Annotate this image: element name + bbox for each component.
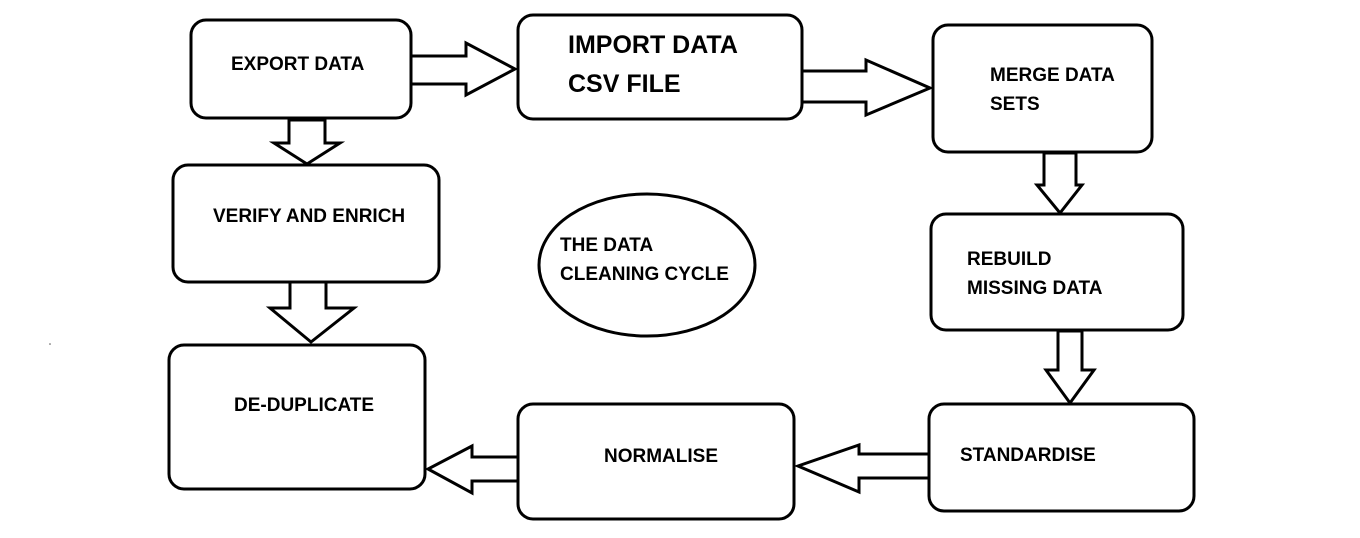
- export-data-box: [189, 18, 413, 120]
- stray-dot: [49, 343, 51, 345]
- rebuild-missing-box: [929, 212, 1185, 332]
- import-data-label: IMPORT DATA: [568, 31, 738, 59]
- standardise-box: [927, 402, 1196, 513]
- arrow-normalise-to-deduplicate: [424, 443, 520, 496]
- merge-data-box: [931, 23, 1154, 154]
- normalise-box: [516, 402, 796, 521]
- arrow-standardise-to-normalise: [793, 442, 932, 495]
- rebuild-sublabel: MISSING DATA: [967, 278, 1103, 299]
- center-title-line1: THE DATA: [560, 235, 654, 256]
- deduplicate-label: DE-DUPLICATE: [234, 395, 374, 416]
- arrow-merge-to-rebuild: [1033, 151, 1086, 216]
- normalise-label: NORMALISE: [604, 446, 718, 467]
- export-data-label: EXPORT DATA: [231, 54, 365, 75]
- cycle-title-ellipse: [537, 192, 757, 338]
- center-title-line2: CLEANING CYCLE: [560, 264, 729, 285]
- standardise-label: STANDARDISE: [960, 445, 1096, 466]
- merge-data-label: MERGE DATA: [990, 65, 1115, 86]
- deduplicate-box: [167, 343, 427, 491]
- arrow-verify-to-deduplicate: [265, 280, 359, 344]
- import-data-sublabel: CSV FILE: [568, 70, 681, 98]
- import-data-box: [516, 13, 804, 121]
- verify-enrich-box: [171, 163, 441, 284]
- arrow-rebuild-to-standardise: [1043, 329, 1097, 406]
- arrow-import-to-merge: [800, 57, 934, 118]
- verify-enrich-label: VERIFY AND ENRICH: [213, 206, 405, 227]
- merge-data-sublabel: SETS: [990, 94, 1040, 115]
- rebuild-label: REBUILD: [967, 249, 1051, 270]
- arrow-export-to-verify: [268, 118, 346, 166]
- arrow-export-to-import: [409, 40, 519, 98]
